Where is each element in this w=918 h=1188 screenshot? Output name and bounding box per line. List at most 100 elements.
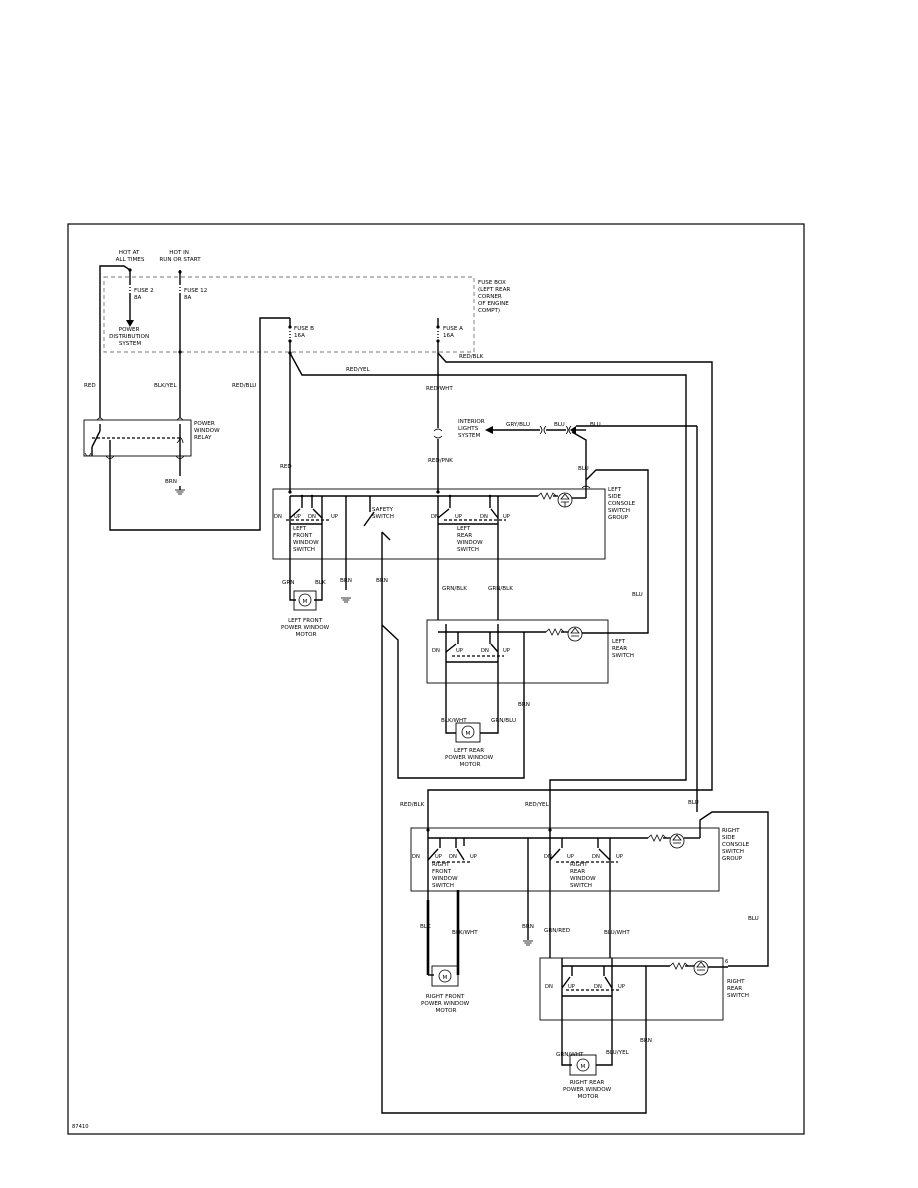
left-front-motor: M: [293, 590, 317, 611]
left-rear-motor-label: LEFT REAR POWER WINDOW MOTOR: [445, 748, 495, 768]
svg-text:UP: UP: [435, 854, 442, 860]
left-rear-switch-contacts: DN UP DN UP: [432, 624, 525, 776]
svg-text:DN: DN: [431, 514, 439, 520]
svg-text:DN: DN: [480, 514, 488, 520]
wire-blk-rf-label: BLK: [420, 924, 431, 930]
wire-red-lf-label: RED: [280, 464, 292, 470]
wire-blk-wht-rf-label: BLK/WHT: [452, 930, 478, 936]
svg-text:UP: UP: [503, 648, 510, 654]
svg-text:DN: DN: [592, 854, 600, 860]
svg-text:M: M: [581, 1064, 586, 1070]
fuse-box-label: FUSE BOX (LEFT REAR CORNER OF ENGINE COM…: [478, 280, 512, 314]
svg-text:DN: DN: [449, 854, 457, 860]
right-front-motor: M: [431, 965, 459, 987]
left-rear-window-switch-label: LEFT REAR WINDOW SWITCH: [457, 526, 484, 553]
svg-text:M: M: [443, 975, 448, 981]
wire-red-blu-label: RED/BLU: [232, 383, 256, 389]
wire-blu-lrs-label: BLU: [632, 592, 643, 598]
right-rear-window-switch-contacts: DN UP DN UP: [544, 830, 623, 958]
left-front-window-switch-contacts: DN UP DN UP: [274, 494, 338, 578]
svg-text:DN: DN: [308, 514, 316, 520]
svg-text:DN: DN: [432, 648, 440, 654]
wire-red-yel-rsc-label: RED/YEL: [525, 802, 550, 808]
wire-red-wht-label: RED/WHT: [426, 386, 453, 392]
wire-brn-safety-label: BRN: [340, 578, 352, 584]
wire-grn-blk-label: GRN/BLK: [442, 586, 467, 592]
right-rear-switch-contacts: DN UP DN UP: [545, 958, 647, 1040]
interior-lights-label: INTERIOR LIGHTS SYSTEM: [458, 419, 486, 439]
left-side-console-label: LEFT SIDE CONSOLE SWITCH GROUP: [608, 487, 637, 521]
right-front-motor-label: RIGHT FRONT POWER WINDOW MOTOR: [421, 994, 471, 1014]
diagram-frame: [67, 223, 805, 1135]
right-rear-motor-label: RIGHT REAR POWER WINDOW MOTOR: [563, 1080, 613, 1100]
wire-red-blk-rsc-label: RED/BLK: [400, 802, 425, 808]
wire-red-pnk-label: RED/PNK: [428, 458, 453, 464]
wire-brn-safety2-label: BRN: [376, 578, 388, 584]
wire-red-yel-label: RED/YEL: [346, 367, 371, 373]
svg-text:UP: UP: [568, 984, 575, 990]
svg-text:DN: DN: [594, 984, 602, 990]
svg-text:UP: UP: [616, 854, 623, 860]
power-window-relay: [83, 419, 192, 457]
svg-text:M: M: [466, 731, 471, 737]
wire-blu-label-3: BLU: [578, 466, 589, 472]
wire-brn-rsc-label: BRN: [522, 924, 534, 930]
wire-gry-blu-label: GRY/BLU: [506, 422, 530, 428]
right-front-window-switch-label: RIGHT FRONT WINDOW SWITCH: [432, 862, 459, 889]
wire-blu-yel-label: BLU/YEL: [606, 1050, 630, 1056]
svg-text:UP: UP: [456, 648, 463, 654]
wire-blu-label-1: BLU: [554, 422, 565, 428]
svg-text:UP: UP: [503, 514, 510, 520]
svg-text:DN: DN: [481, 648, 489, 654]
left-rear-motor: M: [455, 722, 481, 743]
wire-brn-relay-label: BRN: [165, 479, 177, 485]
right-rear-motor: M: [569, 1054, 597, 1076]
figure-code: 87410: [72, 1124, 89, 1130]
svg-text:DN: DN: [545, 984, 553, 990]
left-side-console-switch-group: [272, 488, 606, 560]
svg-text:UP: UP: [294, 514, 301, 520]
ground-rsc: [523, 940, 533, 946]
right-rear-switch-label: RIGHT REAR SWITCH: [727, 979, 749, 999]
hot-at-all-times-label: HOT AT ALL TIMES: [116, 250, 145, 263]
wire-blk-yel-label: BLK/YEL: [154, 383, 177, 389]
svg-text:M: M: [303, 599, 308, 605]
right-rear-window-switch-label: RIGHT REAR WINDOW SWITCH: [570, 862, 597, 889]
right-front-window-switch-contacts: DN UP DN UP: [412, 830, 477, 900]
wire-blu-label-2: BLU: [590, 422, 601, 428]
wire-grn-red-label: GRN/RED: [544, 928, 570, 934]
wire-blk-wht-lr-label: BLK/WHT: [441, 718, 467, 724]
ground-relay: [175, 486, 185, 495]
left-rear-window-switch-contacts: DN UP DN UP: [431, 494, 510, 620]
ground-safety: [341, 597, 351, 603]
svg-text:UP: UP: [455, 514, 462, 520]
wire-blu-wht-label: BLU/WHT: [604, 930, 630, 936]
left-rear-switch: [426, 619, 609, 684]
left-rear-switch-label: LEFT REAR SWITCH: [612, 639, 634, 659]
power-distribution-label: POWER DISTRIBUTION SYSTEM: [109, 327, 151, 347]
svg-text:UP: UP: [331, 514, 338, 520]
wire-red-blk-label: RED/BLK: [459, 354, 484, 360]
svg-text:FUSE 28A: FUSE 28A: [134, 288, 154, 301]
svg-text:UP: UP: [567, 854, 574, 860]
left-front-window-switch-label: LEFT FRONT WINDOW SWITCH: [293, 526, 320, 553]
wire-brn-lr-label: BRN: [518, 702, 530, 708]
svg-text:DN: DN: [412, 854, 420, 860]
wire-brn-rr-label: BRN: [640, 1038, 652, 1044]
wire-grn-blk2-label: GRN/BLK: [488, 586, 513, 592]
wire-blu-rrs-label: BLU: [748, 916, 759, 922]
svg-text:DN: DN: [274, 514, 282, 520]
left-front-motor-label: LEFT FRONT POWER WINDOW MOTOR: [281, 618, 331, 638]
svg-text:DN: DN: [544, 854, 552, 860]
right-side-console-label: RIGHT SIDE CONSOLE SWITCH GROUP: [722, 828, 751, 862]
wire-red-label: RED: [84, 383, 96, 389]
